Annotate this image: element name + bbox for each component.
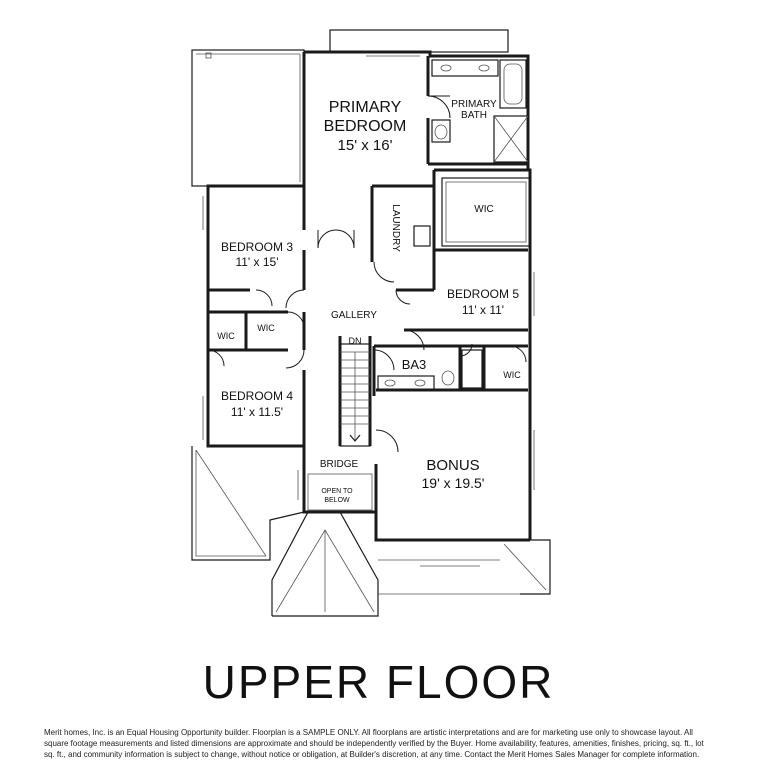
- exterior-walls: [206, 50, 532, 542]
- bedroom5-name: BEDROOM 5: [447, 287, 519, 301]
- balcony-outline: [329, 29, 509, 53]
- stairs-down-label: DN: [349, 336, 362, 346]
- interior-walls: [208, 56, 528, 446]
- ba3-label: BA3: [402, 357, 427, 372]
- primary-bedroom-label-2: BEDROOM: [324, 118, 407, 135]
- primary-bedroom-dims: 15' x 16': [338, 137, 393, 154]
- gallery-label: GALLERY: [331, 310, 377, 321]
- disclaimer-text: Merit homes, Inc. is an Equal Housing Op…: [44, 728, 704, 759]
- porch-roof-outline: [191, 49, 305, 187]
- floor-plan-drawing: PRIMARY BEDROOM 15' x 16' PRIMARY BATH L…: [191, 29, 551, 617]
- staircase: [339, 343, 371, 447]
- wic-b5-label: WIC: [503, 370, 521, 380]
- bonus-name: BONUS: [426, 457, 479, 474]
- bonus-dims: 19' x 19.5': [422, 475, 485, 491]
- bedroom3-name: BEDROOM 3: [221, 240, 293, 254]
- bedroom4-name: BEDROOM 4: [221, 389, 293, 403]
- primary-bath-label-1: PRIMARY: [451, 99, 497, 110]
- open-to-below-label-1: OPEN TO: [321, 488, 353, 495]
- primary-bedroom-label-1: PRIMARY: [329, 99, 402, 116]
- floor-title: UPPER FLOOR: [202, 656, 555, 708]
- door-swings: [207, 95, 527, 453]
- bedroom4-dims: 11' x 11.5': [231, 405, 283, 419]
- wic-b3-right-label: WIC: [257, 323, 275, 333]
- wic-primary-label: WIC: [474, 204, 493, 215]
- windows: [202, 55, 535, 567]
- laundry-label: LAUNDRY: [390, 204, 401, 252]
- wic-b3-left-label: WIC: [217, 331, 235, 341]
- open-to-below-label-2: BELOW: [324, 497, 350, 504]
- roof-outlines: [191, 446, 551, 617]
- primary-bath-label-2: BATH: [461, 110, 487, 121]
- bridge-label: BRIDGE: [320, 459, 359, 470]
- bedroom5-dims: 11' x 11': [462, 303, 504, 317]
- bedroom3-dims: 11' x 15': [235, 255, 278, 269]
